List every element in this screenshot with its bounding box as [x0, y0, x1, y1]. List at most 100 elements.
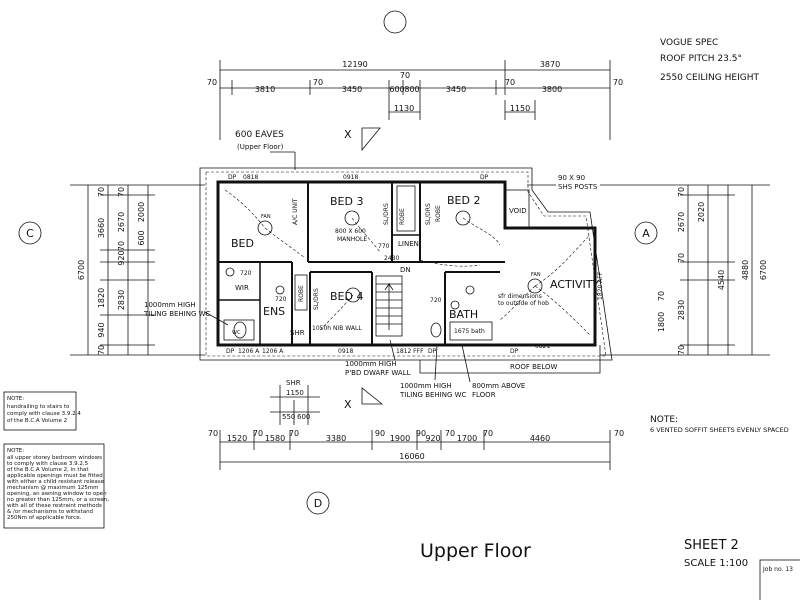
fan-label-2: FAN	[531, 272, 541, 278]
dp-5: DP	[510, 348, 519, 355]
job-number: Job no. 13	[762, 566, 793, 573]
dim-left-0: 70	[97, 187, 106, 197]
drawing-title: Upper Floor	[420, 540, 531, 562]
grid-marker-c	[18, 221, 42, 245]
room-robe-3: ROBE	[298, 285, 305, 302]
dim-top-1: 3810	[255, 85, 275, 94]
room-bed2: BED 2	[447, 194, 480, 207]
note-box-2-line-10: 250Nm of applicable force.	[7, 515, 82, 521]
note-right-text: 6 VENTED SOFFIT SHEETS EVENLY SPACED	[650, 426, 789, 434]
right-dimension-string	[600, 184, 770, 356]
grid-marker-a	[634, 221, 658, 245]
grid-marker-top	[383, 10, 407, 34]
w1206a: 1206 A	[238, 348, 260, 355]
above-floor-1: 800mm ABOVE	[472, 382, 525, 390]
dim-left-7: 920	[117, 250, 126, 265]
dim-right-1: 2670	[677, 212, 686, 232]
dim-bot-7: 1900	[390, 434, 410, 443]
dim-top-8: 3800	[542, 85, 562, 94]
tiling-bot-2: TILING BEHING WC	[399, 391, 467, 399]
shr-550: 550	[282, 413, 295, 421]
dim-1150: 1150	[510, 104, 530, 113]
bath-size: 1675 bath	[454, 328, 485, 335]
dim-bot-1: 1520	[227, 434, 247, 443]
dim-bot-11: 1700	[457, 434, 477, 443]
manhole-1: 800 X 600	[335, 228, 366, 235]
room-wir: WIR	[235, 284, 249, 292]
roof-below: ROOF BELOW	[510, 363, 558, 371]
dim-top-3: 3450	[342, 85, 362, 94]
shr-label: SHR	[286, 379, 301, 387]
dim-bot-13: 4460	[530, 434, 550, 443]
note-box-2-line-9: & /or mechanisms to withstand	[7, 509, 93, 515]
note-box-2-title: NOTE:	[7, 448, 24, 454]
dim-1130: 1130	[394, 104, 414, 113]
dim-bot-0: 70	[208, 429, 218, 438]
dim-top-9: 70	[613, 78, 623, 87]
room-robe-1: ROBE	[399, 208, 406, 225]
dim-720-a: 720	[240, 270, 252, 277]
dim-top-7: 70	[505, 78, 515, 87]
dim-left-2: 70	[117, 187, 126, 197]
dim-720-c: 720	[430, 297, 442, 304]
section-x-top: X	[344, 128, 352, 141]
room-sldrs-3: SL/DRS	[313, 288, 320, 310]
above-floor-2: FLOOR	[472, 391, 496, 399]
dim-left-8: 1820	[97, 288, 106, 308]
spec-line-2: ROOF PITCH 23.5°	[660, 54, 742, 64]
dim-left-5: 600	[137, 230, 146, 245]
room-dn: DN	[400, 266, 411, 274]
dim-left-1: 3660	[97, 218, 106, 238]
w0918b: 0918	[338, 348, 353, 355]
shr-1150: 1150	[286, 389, 304, 397]
dim-right-0: 70	[677, 187, 686, 197]
dim-right-2: 2020	[697, 202, 706, 222]
dim-top-5: 800	[404, 85, 419, 94]
dim-left-11: 70	[97, 345, 106, 355]
dim-bot-12: 70	[483, 429, 493, 438]
dim-right-4: 4540	[717, 270, 726, 290]
grid-marker-c-label: C	[26, 227, 34, 240]
dim-overall-12190: 12190	[342, 60, 367, 69]
dim-top-4: 600	[389, 85, 404, 94]
dim-left-4: 2000	[137, 202, 146, 222]
dim-right-overall: 6700	[759, 260, 768, 280]
room-void: VOID	[509, 207, 527, 215]
dim-right-6: 70	[657, 291, 666, 301]
dim-bot-2: 70	[253, 429, 263, 438]
note-box-1	[3, 391, 77, 431]
note-box-2-line-8: with all of these restraint methods	[7, 503, 102, 509]
section-x-bottom: X	[344, 398, 352, 411]
tiling-left-2: TILING BEHING WC	[143, 310, 211, 318]
tiling-left-1: 1000mm HIGH	[144, 301, 196, 309]
dp-3: DP	[226, 348, 235, 355]
note-box-2-line-6: opening, an awning window to open	[7, 491, 107, 497]
note-box-2-line-3: applicable openings must be fitted	[7, 473, 103, 479]
dp-4: DP	[428, 348, 437, 355]
dim-right-5: 4880	[741, 260, 750, 280]
floor-plan	[199, 167, 613, 361]
note-box-1-line-1: comply with clause 3.9.2.4	[7, 411, 81, 417]
room-ens: ENS	[263, 305, 285, 318]
manhole-2: MANHOLE	[337, 236, 367, 243]
note-box-2-line-5: mechanism @ maximum 125mm	[7, 485, 99, 491]
dim-bot-3: 1580	[265, 434, 285, 443]
dim-720-b: 720	[275, 296, 287, 303]
room-shr: SHR	[290, 329, 305, 337]
ac-unit-label: A/C UNIT	[292, 198, 299, 225]
stair	[375, 275, 403, 337]
note-box-1-title: NOTE:	[7, 396, 24, 402]
dim-bot-8: 90	[416, 429, 426, 438]
dim-bot-6: 90	[375, 429, 385, 438]
eaves-sublabel: (Upper Floor)	[237, 143, 284, 151]
dim-bot-10: 70	[445, 429, 455, 438]
note-box-2-line-2: of the B.C.A Volume 2, in that	[7, 467, 89, 473]
dwarf-wall-2: P'BD DWARF WALL	[345, 369, 411, 377]
top-dimension-string	[219, 60, 611, 140]
note-box-2-line-0: all upper storey bedroom windows	[7, 455, 102, 461]
room-bed4: BED 4	[330, 290, 363, 303]
room-sldrs-2: SL/DRS	[425, 203, 432, 225]
room-activity: ACTIVITY	[550, 278, 599, 291]
dim-right-7: 1800	[657, 312, 666, 332]
